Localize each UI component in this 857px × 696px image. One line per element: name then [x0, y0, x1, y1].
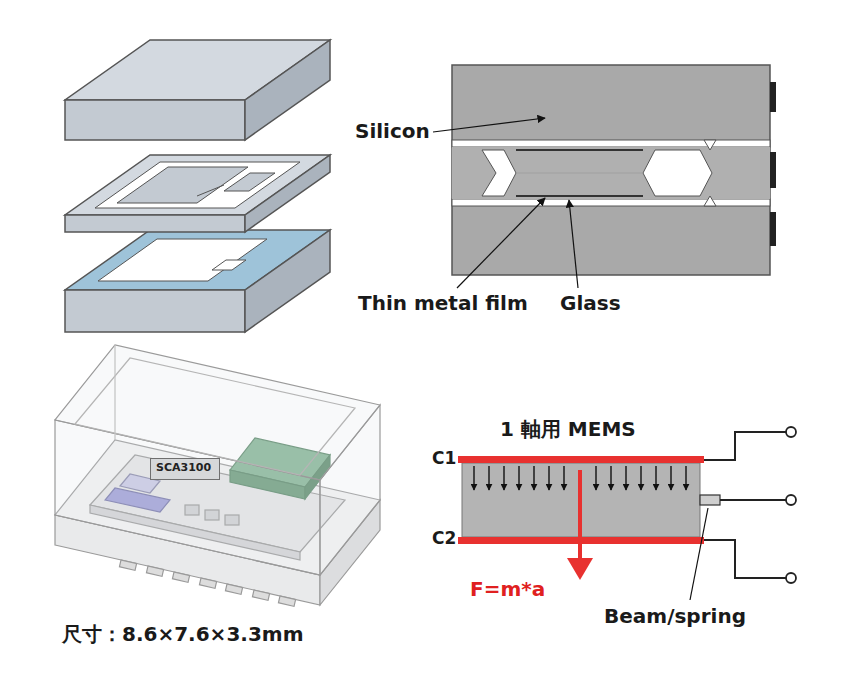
- part-label: Thin metal film: [358, 292, 528, 315]
- exploded-bottom-layer: [65, 230, 330, 332]
- part-label: Glass: [560, 292, 621, 315]
- diagram-heading: 1 軸用 MEMS: [500, 418, 636, 441]
- exploded-middle-layer: [65, 155, 330, 232]
- dimension-note: 尺寸：8.6×7.6×3.3mm: [62, 623, 303, 646]
- exploded-top-layer: [65, 40, 330, 140]
- capacitor-label: C2: [432, 529, 456, 549]
- capacitor-label: C1: [432, 449, 456, 469]
- part-label: Silicon: [355, 120, 430, 143]
- cross-section: [433, 65, 776, 288]
- part-label: Beam/spring: [604, 605, 746, 628]
- force-formula: F=m*a: [470, 578, 545, 601]
- mems-schematic: [458, 427, 796, 600]
- package-render: [55, 345, 380, 606]
- chip-marking: SCA3100: [156, 461, 214, 474]
- chip-package: SCA3100: [150, 458, 220, 480]
